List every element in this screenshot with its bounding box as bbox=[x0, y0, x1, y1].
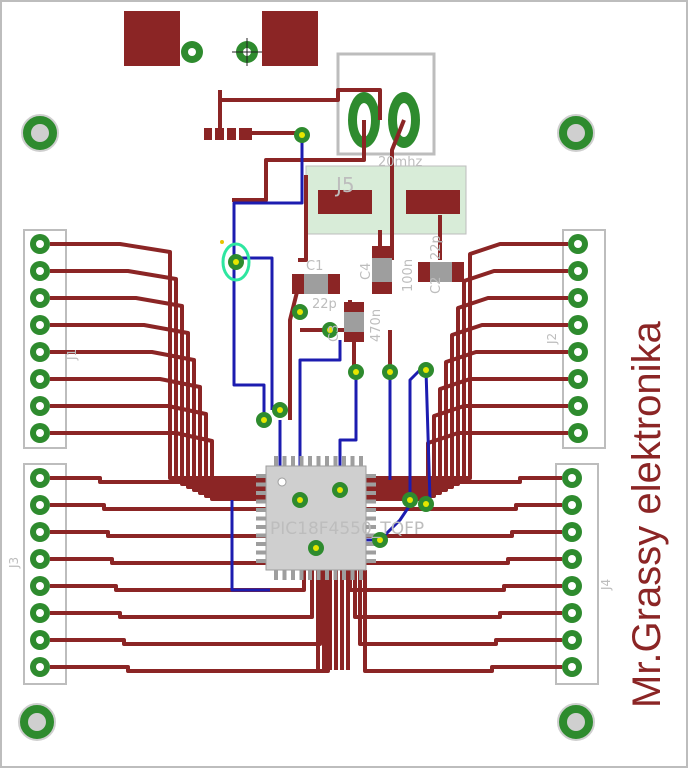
pad-icon bbox=[568, 261, 588, 281]
via-icon bbox=[272, 402, 288, 418]
connector-j3-outline bbox=[23, 463, 67, 685]
pad-icon bbox=[568, 369, 588, 389]
j4-label: J4 bbox=[599, 579, 613, 591]
pad-icon bbox=[562, 468, 582, 488]
j5-label: J5 bbox=[334, 173, 355, 197]
pad-icon bbox=[30, 549, 50, 569]
connector-pad-group bbox=[30, 234, 588, 677]
via-icon bbox=[382, 364, 398, 380]
via-icon bbox=[292, 492, 308, 508]
pad-icon bbox=[30, 396, 50, 416]
pad-icon bbox=[30, 603, 50, 623]
smd-resistor-array bbox=[204, 128, 252, 140]
pad-icon bbox=[30, 342, 50, 362]
c4-value-label: 100n bbox=[401, 259, 416, 292]
j2-label: J2 bbox=[545, 333, 559, 345]
j3-label: J3 bbox=[7, 557, 21, 569]
c1-value-label: 22p bbox=[312, 297, 337, 312]
c1-label: C1 bbox=[306, 259, 323, 274]
pad-icon bbox=[30, 630, 50, 650]
via-icon bbox=[322, 322, 338, 338]
via-icon bbox=[308, 540, 324, 556]
via-icon bbox=[228, 254, 244, 270]
pad-icon bbox=[562, 522, 582, 542]
pad-icon bbox=[30, 468, 50, 488]
c4-label: C4 bbox=[359, 263, 374, 280]
fan-out-traces bbox=[50, 242, 568, 673]
vendor-text: Mr.Grassy elektronika bbox=[625, 320, 669, 708]
mcu-chip bbox=[256, 456, 376, 580]
chip-label: PIC18F4550_TQFP bbox=[270, 519, 424, 539]
via-icon bbox=[294, 127, 310, 143]
mounting-hole-icon bbox=[21, 114, 59, 152]
mounting-hole-icon bbox=[557, 703, 595, 741]
pad-icon bbox=[568, 315, 588, 335]
pad-icon bbox=[30, 369, 50, 389]
via-icon bbox=[418, 496, 434, 512]
pad-icon bbox=[562, 576, 582, 596]
via-icon bbox=[348, 364, 364, 380]
c3-value-label: 470n bbox=[369, 309, 384, 342]
pad-icon bbox=[562, 495, 582, 515]
power-pad-left bbox=[124, 11, 180, 66]
pad-icon bbox=[562, 549, 582, 569]
via-icon bbox=[372, 532, 388, 548]
pad-icon bbox=[30, 657, 50, 677]
pad-icon bbox=[30, 423, 50, 443]
mounting-hole-icon bbox=[18, 703, 56, 741]
connector-j1-outline bbox=[23, 229, 67, 449]
crystal-pad-right bbox=[406, 190, 460, 214]
pad-icon bbox=[30, 495, 50, 515]
mounting-hole-icon bbox=[557, 114, 595, 152]
pad-icon bbox=[30, 288, 50, 308]
c3-label: C3 bbox=[327, 325, 342, 342]
connector-j4-outline bbox=[555, 463, 599, 685]
pad-icon bbox=[30, 522, 50, 542]
power-pad-right bbox=[262, 11, 318, 66]
pad-icon bbox=[562, 603, 582, 623]
c2-value-label: 22p bbox=[429, 235, 444, 260]
pad-icon bbox=[181, 41, 203, 63]
via-icon bbox=[292, 304, 308, 320]
via-icon bbox=[256, 412, 272, 428]
pad-icon bbox=[30, 576, 50, 596]
crystal-pad-left bbox=[318, 190, 372, 214]
usb-connector-outline bbox=[336, 52, 436, 156]
highlight-ring bbox=[221, 242, 251, 282]
c2-label: C2 bbox=[429, 277, 444, 294]
crystal-freq-label: 20mhz bbox=[378, 155, 422, 170]
pad-icon bbox=[568, 396, 588, 416]
pad-icon bbox=[568, 342, 588, 362]
pad-icon bbox=[568, 288, 588, 308]
pad-icon bbox=[562, 657, 582, 677]
pad-icon bbox=[30, 234, 50, 254]
pad-icon bbox=[568, 423, 588, 443]
pad-icon bbox=[562, 630, 582, 650]
j1-label: J1 bbox=[65, 349, 79, 361]
via-icon bbox=[332, 482, 348, 498]
pad-icon bbox=[30, 315, 50, 335]
via-icon bbox=[418, 362, 434, 378]
pad-icon bbox=[30, 261, 50, 281]
via-group bbox=[228, 127, 434, 556]
connector-j2-outline bbox=[562, 229, 606, 449]
via-icon bbox=[402, 492, 418, 508]
pad-icon bbox=[568, 234, 588, 254]
